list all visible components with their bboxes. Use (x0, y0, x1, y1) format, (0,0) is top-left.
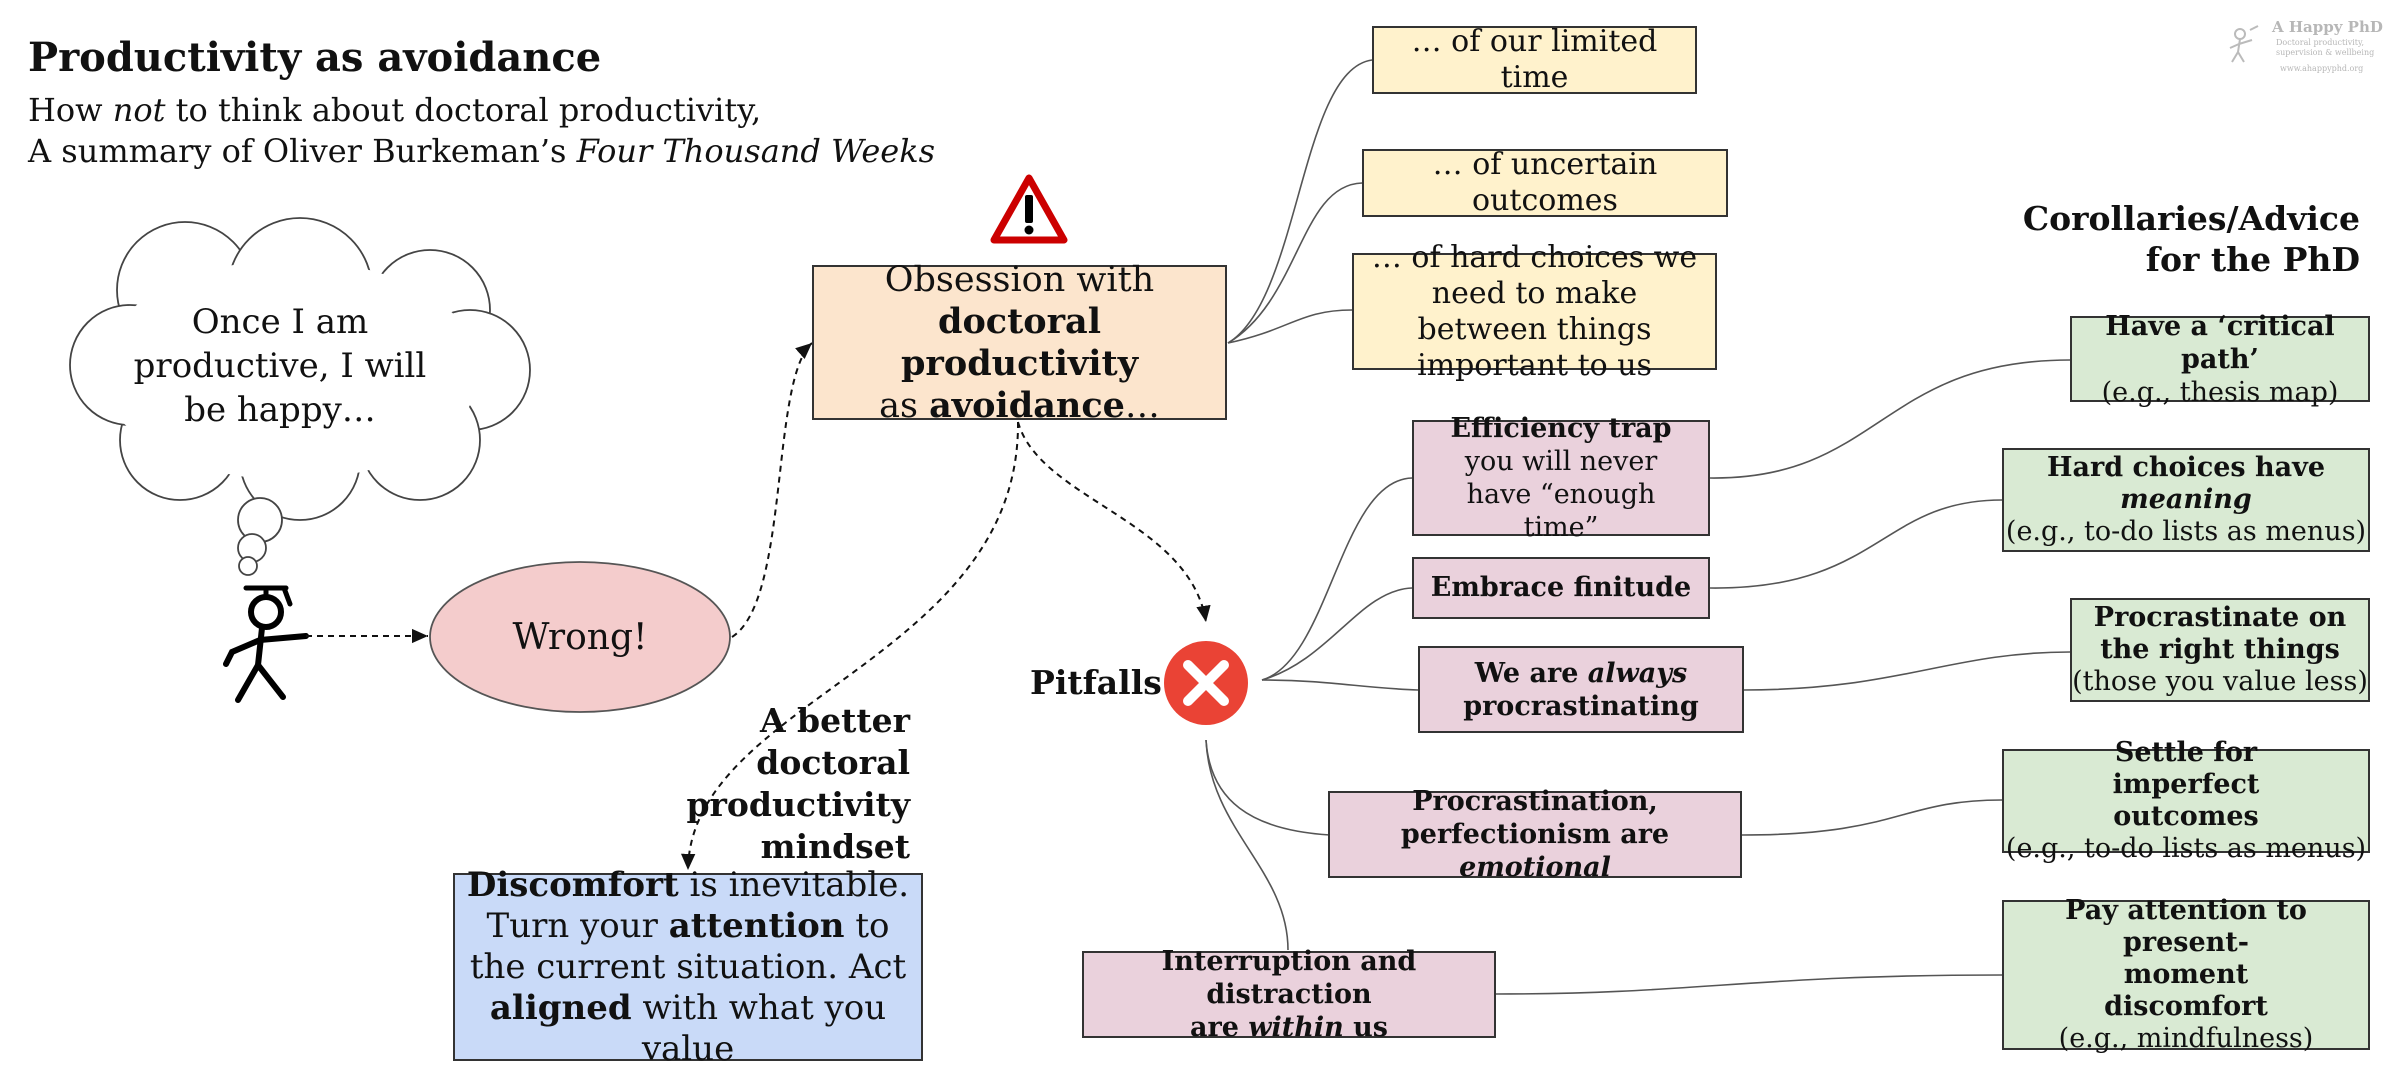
corollaries-title: Corollaries/Advice for the PhD (2022, 199, 2360, 279)
avoidance-item: … of hard choices we need to make betwee… (1352, 240, 1717, 383)
better-mindset-label: A better doctoral productivity mindset (686, 701, 910, 866)
advice-title: Procrastinate on the right things (2093, 602, 2347, 665)
mindset-bold: aligned (489, 987, 632, 1028)
pitfall-text: We are (1474, 657, 1588, 689)
obsession-ellipsis: … (1124, 385, 1160, 426)
thought-bubble-text: Once I am productive, I will be happy… (133, 302, 427, 430)
pitfall-title: Efficiency trap (1450, 413, 1672, 444)
pitfall-emotional: Procrastination, perfectionism are emoti… (1328, 786, 1742, 883)
stick-figure-graduate-icon (223, 585, 309, 703)
mindset-text: is inevitable. (678, 864, 910, 905)
advice-example: (e.g., to-do lists as menus) (2005, 833, 2367, 864)
obsession-avoidance: avoidance (929, 384, 1125, 426)
pitfall-embrace-finitude: Embrace finitude (1412, 557, 1710, 619)
better-mindset-box: Discomfort is inevitable. Turn your atte… (453, 865, 923, 1069)
pitfall-interruption: Interruption and distraction are within … (1082, 946, 1496, 1043)
pitfall-emphasis: always (1587, 657, 1688, 689)
advice-emphasis: meaning (2120, 484, 2252, 515)
pitfall-text: procrastinating (1463, 690, 1699, 722)
subtitle-text: to think about doctoral productivity, (165, 91, 762, 129)
logo-mark (2229, 25, 2259, 63)
advice-settle: Settle for imperfect outcomes (e.g., to-… (2002, 737, 2370, 864)
avoidance-item: … of our limited time (1372, 24, 1697, 95)
mindset-text: Turn your (486, 905, 669, 946)
avoidance-item: … of uncertain outcomes (1362, 147, 1728, 218)
pitfall-text: are (1189, 1012, 1249, 1043)
logo-tagline: Doctoral productivity, supervision & wel… (2276, 38, 2375, 57)
obsession-line1: Obsession with (884, 259, 1155, 300)
advice-title: Have a ‘critical path’ (2105, 310, 2335, 375)
mindset-bold: Discomfort (466, 864, 679, 905)
pitfall-text: you will never have “enough time” (1464, 446, 1658, 543)
pitfall-text: us (1343, 1012, 1389, 1043)
pitfall-efficiency-trap: Efficiency trap you will never have “eno… (1412, 413, 1710, 543)
pitfall-procrastinating: We are always procrastinating (1418, 646, 1744, 733)
book-title: Four Thousand Weeks (576, 132, 935, 170)
advice-example: (e.g., to-do lists as menus) (2005, 516, 2367, 547)
advice-hard-choices: Hard choices have meaning (e.g., to-do l… (2002, 448, 2370, 552)
subtitle-text: How (28, 91, 113, 129)
warning-triangle-icon (990, 174, 1068, 244)
logo-title: A Happy PhD (2272, 18, 2383, 36)
advice-example: (e.g., mindfulness) (2058, 1023, 2314, 1054)
advice-example: (e.g., thesis map) (2101, 376, 2339, 408)
logo: A Happy PhD Doctoral productivity, super… (2218, 18, 2383, 82)
red-x-circle-icon (1164, 641, 1248, 725)
subtitle-emphasis: not (112, 91, 166, 129)
page-title: Productivity as avoidance (28, 34, 602, 81)
thought-cloud (69, 217, 531, 576)
pitfall-emphasis: emotional (1459, 852, 1611, 883)
mindset-text: to the current situation. Act (469, 905, 907, 987)
pitfall-emphasis: within (1248, 1012, 1344, 1043)
obsession-line2: doctoral productivity (900, 300, 1139, 384)
logo-url: www.ahappyphd.org (2280, 64, 2364, 73)
mindset-bold: attention (668, 905, 845, 946)
advice-example: (those you value less) (2072, 666, 2368, 697)
pitfall-text: perfectionism are (1400, 819, 1670, 850)
advice-title: Settle for imperfect outcomes (2112, 737, 2260, 832)
subtitle-text: A summary of Oliver Burkeman’s (28, 132, 577, 170)
obsession-text: as (879, 385, 930, 426)
advice-title: Hard choices have (2046, 452, 2326, 483)
pitfall-text: Interruption and distraction (1161, 946, 1417, 1010)
advice-procrastinate: Procrastinate on the right things (those… (2070, 598, 2370, 702)
pitfalls-label: Pitfalls (1030, 663, 1162, 702)
obsession-box: Obsession with doctoral productivity as … (812, 260, 1227, 426)
advice-critical-path: Have a ‘critical path’ (e.g., thesis map… (2070, 311, 2370, 408)
page-subtitle: How not to think about doctoral producti… (28, 90, 935, 172)
wrong-ellipse (429, 561, 731, 713)
advice-title: Pay attention to present-moment discomfo… (2065, 895, 2307, 1022)
mindset-text: with what you value (631, 987, 887, 1069)
wrong-label: Wrong! (512, 617, 648, 658)
pitfall-text: Procrastination, (1412, 786, 1658, 817)
advice-attention: Pay attention to present-moment discomfo… (2002, 895, 2370, 1054)
